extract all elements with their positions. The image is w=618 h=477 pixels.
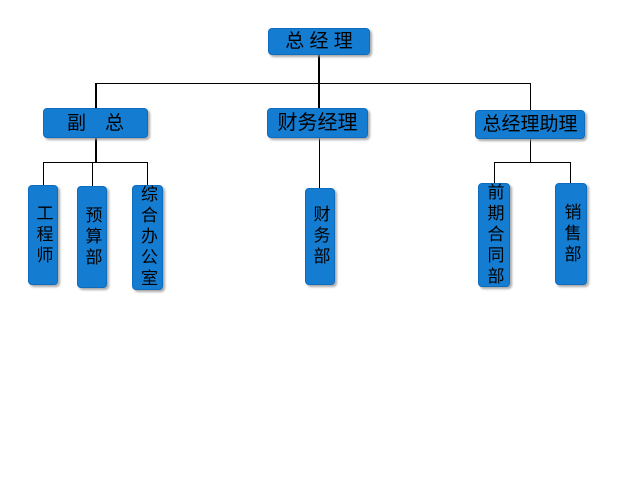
connector-gm-stem <box>318 55 320 83</box>
connector-gma-stem <box>529 138 531 162</box>
connector-drop-vp <box>95 83 97 108</box>
node-precontract-dept: 前期合同部 <box>478 183 510 288</box>
connector-drop-gm-assistant <box>529 83 531 110</box>
connector-vp-stem <box>95 138 97 162</box>
connector-level2-hbar <box>95 82 530 84</box>
connector-gma-hbar <box>493 161 571 163</box>
connector-drop-general-office <box>146 162 148 185</box>
connector-finance-stem <box>318 138 320 188</box>
node-general-manager: 总 经 理 <box>268 28 370 55</box>
connector-drop-sales <box>569 162 571 183</box>
connector-drop-engineer <box>42 162 44 185</box>
node-finance-dept: 财务部 <box>305 188 335 285</box>
connector-drop-precontract <box>493 162 495 183</box>
node-finance-manager: 财务经理 <box>267 108 368 138</box>
connector-vp-hbar <box>42 161 148 163</box>
connector-drop-budget-dept <box>91 162 93 186</box>
connector-drop-finance-mgr <box>318 83 320 108</box>
node-gm-assistant: 总经理助理 <box>475 110 585 139</box>
node-sales-dept: 销售部 <box>555 183 587 285</box>
node-vice-president: 副 总 <box>43 108 148 138</box>
node-general-office: 综合办公室 <box>132 185 163 290</box>
node-budget-dept: 预算部 <box>77 186 107 288</box>
node-engineer: 工程师 <box>28 185 58 285</box>
